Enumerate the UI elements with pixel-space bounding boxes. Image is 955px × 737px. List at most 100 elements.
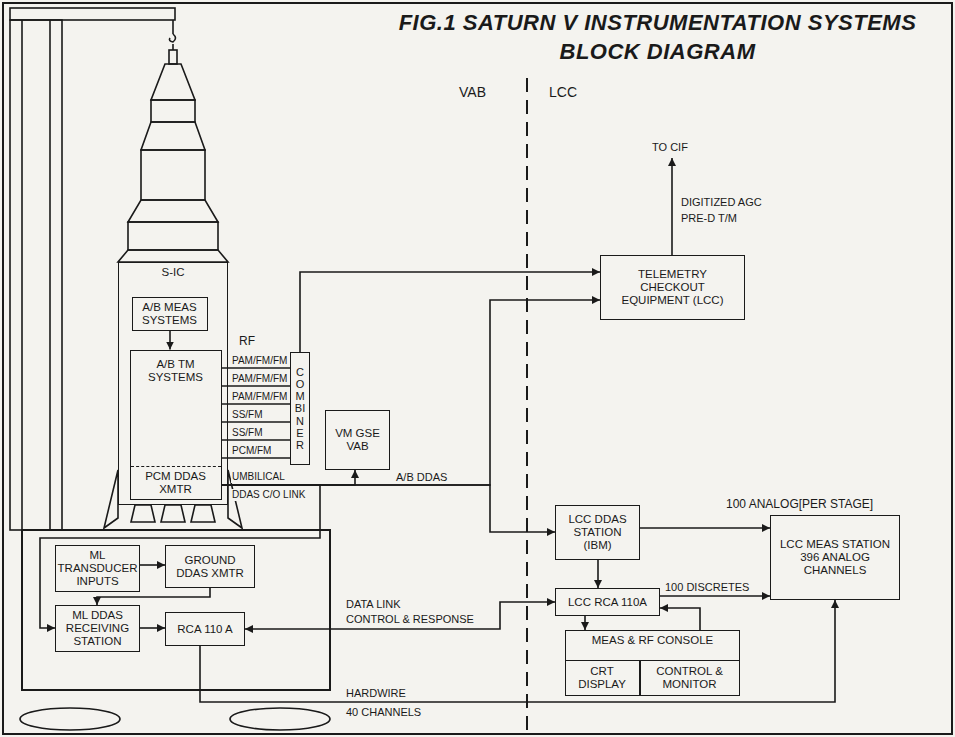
node-text: LCC RCA 110A: [568, 596, 647, 609]
signal-line: [640, 527, 770, 529]
link-label: HARDWIRE: [345, 687, 407, 700]
signal-line: [222, 457, 291, 459]
fin: [104, 470, 118, 528]
building-divider: [526, 78, 528, 732]
signal-line: [222, 439, 291, 441]
equipment-box: VM GSE VAB: [325, 410, 390, 470]
signal-line: [300, 272, 600, 352]
signal-line: [222, 367, 291, 369]
interstage: [118, 250, 228, 262]
combiner-box: COMBINER: [290, 352, 310, 465]
equipment-box: TELEMETRY CHECKOUT EQUIPMENT (LCC): [600, 255, 745, 320]
signal-line: [140, 564, 165, 566]
umbilical-tower: [10, 20, 62, 530]
stage-outline: S-IC A/B MEAS SYSTEMS A/B TM SYSTEMS PCM DD…: [118, 262, 228, 505]
node-text: GROUND DDAS XMTR: [170, 554, 250, 580]
crawler-tread: [20, 708, 120, 730]
signal-label: PRE-D T/M: [680, 212, 738, 225]
equipment-box: ML TRANSDUCER INPUTS: [55, 545, 140, 592]
crane-arm: [10, 8, 175, 20]
signal-line: [597, 560, 599, 588]
link-label: DATA LINK: [345, 598, 402, 611]
command-module: [151, 64, 195, 100]
signal-label: PAM/FM/FM: [231, 373, 288, 384]
console-box: MEAS & RF CONSOLE CRT DISPLAY CONTROL & MO…: [565, 630, 740, 696]
node-text: S-IC: [162, 266, 185, 279]
engine-bell: [161, 505, 185, 522]
station-box: ML DDAS RECEIVING STATION: [55, 605, 140, 652]
link-label: UMBILICAL: [231, 471, 286, 483]
computer-box: RCA 110 A: [165, 612, 245, 646]
node-text: ML TRANSDUCER INPUTS: [58, 549, 138, 588]
engine-bell: [191, 505, 215, 522]
crane-cable: [172, 20, 174, 34]
link-label: DDAS C/O LINK: [231, 489, 306, 501]
tower-rail: [49, 20, 51, 530]
signal-line: [140, 627, 165, 629]
crane-hook: [169, 34, 175, 42]
signal-label: PAM/FM/FM: [231, 355, 288, 366]
signal-line: [222, 300, 601, 485]
signal-line: [222, 485, 556, 532]
mobile-launcher: [22, 530, 330, 690]
engine-bell: [131, 505, 155, 522]
output-arrow: [671, 158, 673, 255]
adapter: [141, 122, 205, 150]
signal-line: [169, 331, 171, 350]
node-text: LCC DDAS STATION (IBM): [560, 513, 635, 552]
node-text: RCA 110 A: [177, 623, 232, 636]
signal-line: [660, 608, 700, 630]
link-label: CONTROL & RESPONSE: [345, 613, 475, 626]
signal-label: RF: [238, 334, 256, 348]
node-text: A/B MEAS SYSTEMS: [137, 301, 203, 327]
s-ii-stage: [128, 222, 218, 250]
signal-label: DIGITIZED AGC: [680, 196, 763, 209]
node-text: TELEMETRY CHECKOUT EQUIPMENT (LCC): [605, 268, 740, 307]
signal-line: [660, 595, 770, 597]
system-box: A/B MEAS SYSTEMS: [132, 297, 208, 331]
system-box: A/B TM SYSTEMS PCM DDAS XMTR: [130, 350, 222, 500]
node-text: CRT DISPLAY: [570, 665, 635, 691]
signal-label: SS/FM: [231, 409, 264, 420]
node-text: LCC MEAS STATION 396 ANALOG CHANNELS: [775, 538, 895, 577]
station-box: LCC DDAS STATION (IBM): [555, 505, 640, 560]
figure-title: FIG.1 SATURN V INSTRUMENTATION SYSTEMS B…: [385, 8, 930, 66]
station-box: LCC MEAS STATION 396 ANALOG CHANNELS: [770, 515, 900, 600]
console-panel: CONTROL & MONITOR: [640, 660, 740, 696]
destination-label: TO CIF: [651, 141, 689, 154]
node-text: MEAS & RF CONSOLE: [592, 634, 713, 647]
escape-tower: [169, 50, 177, 64]
node-text: A/B TM SYSTEMS: [131, 355, 221, 387]
signal-line: [222, 403, 291, 405]
signal-line: [222, 421, 291, 423]
page-border: [3, 3, 952, 734]
channel-label: 100 DISCRETES: [664, 581, 750, 594]
node-text: ML DDAS RECEIVING STATION: [60, 609, 135, 648]
signal-line: [200, 600, 835, 702]
building-label: LCC: [548, 84, 578, 100]
console-panel: CRT DISPLAY: [565, 660, 640, 696]
node-text: COMBINER: [295, 366, 306, 451]
link-label: A/B DDAS: [395, 471, 448, 484]
link-label: 40 CHANNELS: [345, 706, 422, 719]
signal-label: SS/FM: [231, 427, 264, 438]
interstage: [128, 200, 218, 222]
node-text: CONTROL & MONITOR: [645, 665, 735, 691]
signal-label: PAM/FM/FM: [231, 391, 288, 402]
channel-label: 100 ANALOG[PER STAGE]: [725, 497, 874, 511]
node-text: VM GSE VAB: [330, 427, 385, 453]
service-module: [151, 100, 195, 122]
computer-box: LCC RCA 110A: [555, 588, 660, 616]
s-ivb-stage: [141, 150, 205, 200]
signal-label: PCM/FM: [231, 445, 272, 456]
signal-line: [584, 616, 586, 630]
node-text: PCM DDAS XMTR: [131, 466, 221, 499]
crawler-tread: [230, 708, 330, 730]
signal-line: [222, 470, 356, 485]
escape-rod: [172, 44, 174, 50]
signal-line: [222, 385, 291, 387]
building-label: VAB: [458, 84, 487, 100]
tower-rail: [21, 20, 23, 530]
transmitter-box: GROUND DDAS XMTR: [165, 545, 255, 588]
